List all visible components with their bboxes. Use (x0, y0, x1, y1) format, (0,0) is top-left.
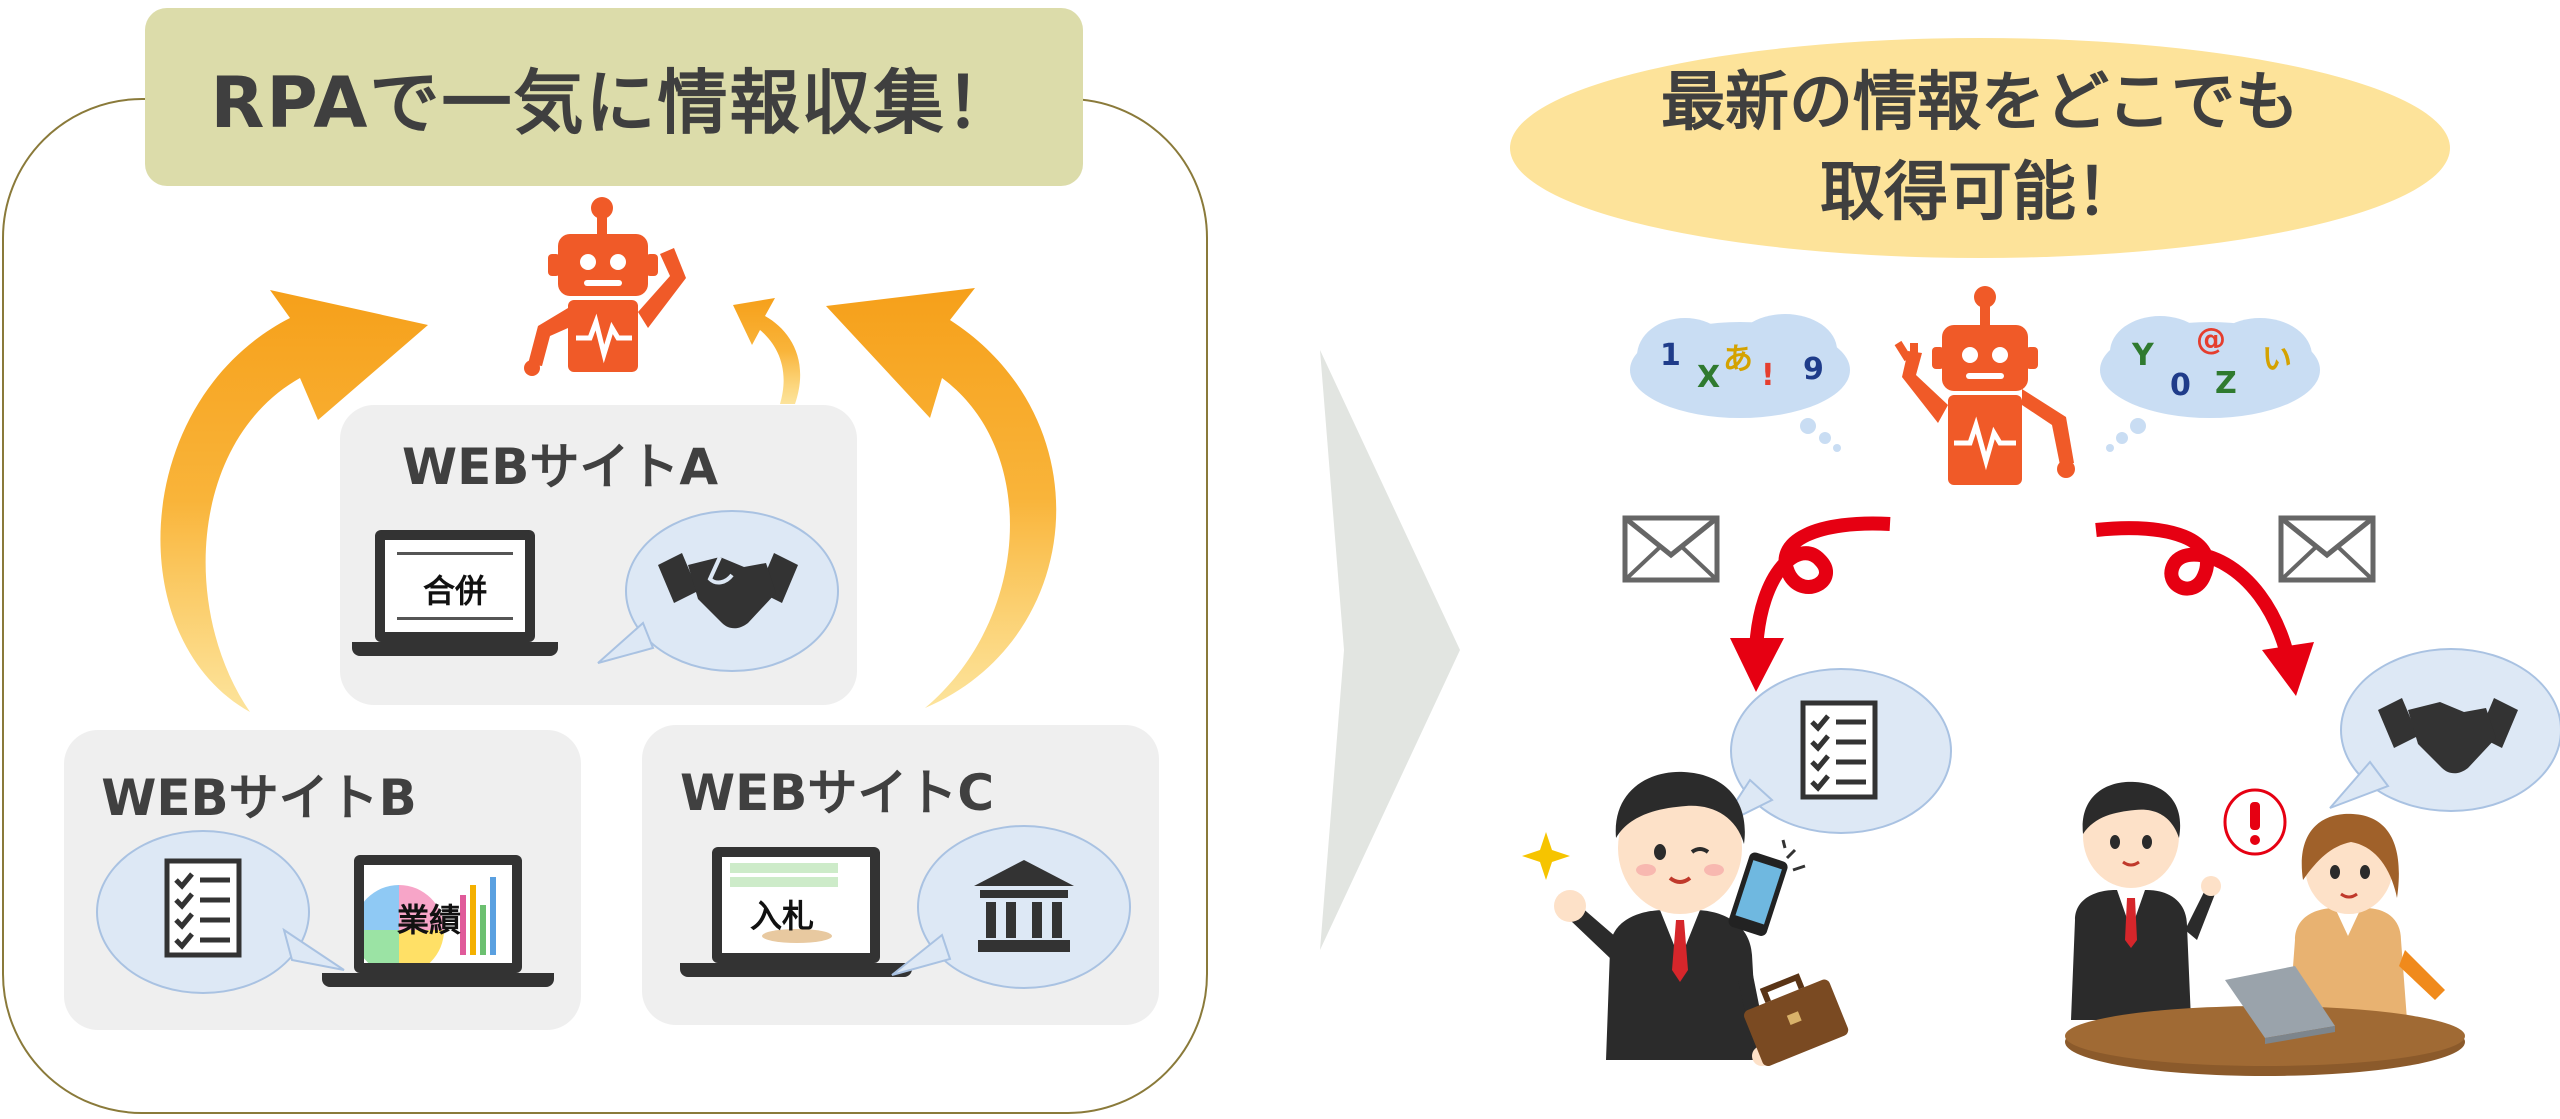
cloud-icon: Y @ い 0 Z (2090, 308, 2325, 452)
bubble-tail (597, 621, 655, 664)
site-a-screen-text: 合併 (422, 572, 487, 610)
bubble-tail (891, 933, 952, 976)
left-title: RPAで一気に情報収集！ (145, 8, 1083, 186)
smartphone-icon (1728, 839, 1806, 936)
arrow-right-curve (826, 288, 1057, 708)
cloud-icon: 1 X あ ! 9 (1625, 308, 1860, 452)
bubble-tail (282, 927, 345, 971)
right-title-line2: 取得可能！ (1820, 156, 2140, 230)
handshake-icon (2378, 698, 2518, 774)
checklist-icon (164, 858, 242, 958)
businessman-icon (2071, 781, 2221, 1020)
chevron-arrow (1320, 350, 1460, 950)
laptop-icon: 業績 (354, 855, 522, 973)
collection-arrows (160, 288, 1057, 712)
handshake-icon (658, 553, 798, 629)
meeting-scene (2065, 781, 2465, 1076)
site-b-card: WEBサイトB 業績 (64, 730, 581, 1030)
red-arrow-left (1730, 516, 1891, 692)
site-a-label: WEBサイトA (401, 438, 719, 496)
laptop-icon: 入札 (712, 847, 880, 963)
briefcase-icon (1744, 973, 1849, 1067)
checklist-icon (1800, 700, 1878, 800)
red-arrow-right (2095, 521, 2314, 696)
robot-icon (524, 197, 686, 376)
site-a-card: WEBサイトA 合併 (340, 405, 857, 705)
bank-icon (974, 860, 1074, 952)
envelope-icon (1622, 515, 1720, 583)
right-title-line1: 最新の情報をどこでも (1660, 66, 2300, 140)
right-title: 最新の情報をどこでも 取得可能！ (1510, 38, 2450, 258)
envelope-icon (2278, 515, 2376, 583)
site-b-label: WEBサイトB (101, 769, 417, 827)
arrow-small (733, 298, 801, 404)
site-c-label: WEBサイトC (679, 764, 995, 822)
laptop-icon (2225, 966, 2335, 1044)
site-c-card: WEBサイトC 入札 (642, 725, 1159, 1025)
site-b-screen-text: 業績 (396, 901, 461, 939)
arrow-left-curve (160, 290, 428, 712)
laptop-icon: 合併 (375, 530, 535, 642)
speech-bubble (917, 825, 1131, 989)
bubble-tail (2329, 760, 2390, 809)
exclamation-icon (2223, 788, 2287, 856)
robot-icon (1894, 286, 2075, 485)
site-c-screen-text: 入札 (749, 897, 814, 935)
businesswoman-icon (2289, 813, 2445, 1020)
